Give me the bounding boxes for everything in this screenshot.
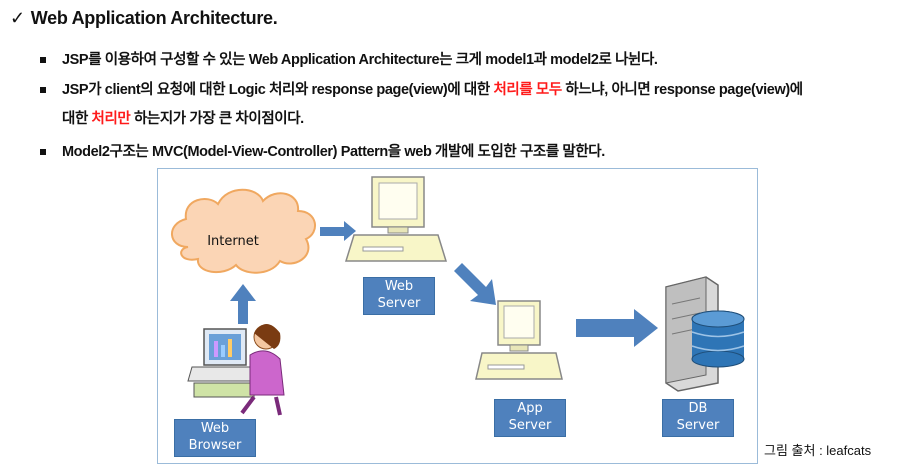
app-server-computer-icon xyxy=(475,300,563,380)
bullet-square-icon xyxy=(40,87,46,93)
arrow-diagonal-icon xyxy=(454,263,496,305)
heading-text: Web Application Architecture. xyxy=(30,8,278,28)
architecture-diagram: Internet xyxy=(157,168,758,464)
user-at-computer-icon xyxy=(187,324,285,416)
checkmark-icon: ✓ xyxy=(10,8,25,28)
bullet-text-part: 하는지가 가장 큰 차이점이다. xyxy=(130,111,304,127)
bullet-item-3: Model2구조는 MVC(Model-View-Controller) Pat… xyxy=(40,142,605,162)
figure-caption: 그림 출처 : leafcats xyxy=(764,443,872,458)
bullet-text: Model2구조는 MVC(Model-View-Controller) Pat… xyxy=(62,144,605,160)
diagram-graphics: Internet xyxy=(171,176,745,416)
bullet-square-icon xyxy=(40,57,46,63)
bullet-item-1: JSP를 이용하여 구성할 수 있는 Web Application Archi… xyxy=(40,50,658,70)
bullet-text-part: 대한 xyxy=(62,111,92,127)
section-heading: ✓Web Application Architecture. xyxy=(10,8,278,29)
highlight-text: 처리를 모두 xyxy=(493,82,562,98)
bullet-item-2: JSP가 client의 요청에 대한 Logic 처리와 response p… xyxy=(40,80,803,100)
highlight-text: 처리만 xyxy=(91,111,131,127)
arrow-right-icon xyxy=(320,221,356,241)
arrow-up-icon xyxy=(230,284,256,324)
bullet-square-icon xyxy=(40,149,46,155)
internet-cloud-icon: Internet xyxy=(171,188,316,274)
bullet-text-part: JSP가 client의 요청에 대한 Logic 처리와 response p… xyxy=(62,82,494,98)
web-server-computer-icon xyxy=(344,176,448,262)
database-server-icon xyxy=(665,276,745,392)
bullet-text-part: 하느냐, 아니면 response page(view)에 xyxy=(561,82,803,98)
bullet-text: JSP를 이용하여 구성할 수 있는 Web Application Archi… xyxy=(62,52,658,68)
arrow-right-icon xyxy=(576,309,658,347)
bullet-item-2-continued: 대한 처리만 하는지가 가장 큰 차이점이다. xyxy=(62,109,304,129)
internet-label: Internet xyxy=(207,234,259,249)
